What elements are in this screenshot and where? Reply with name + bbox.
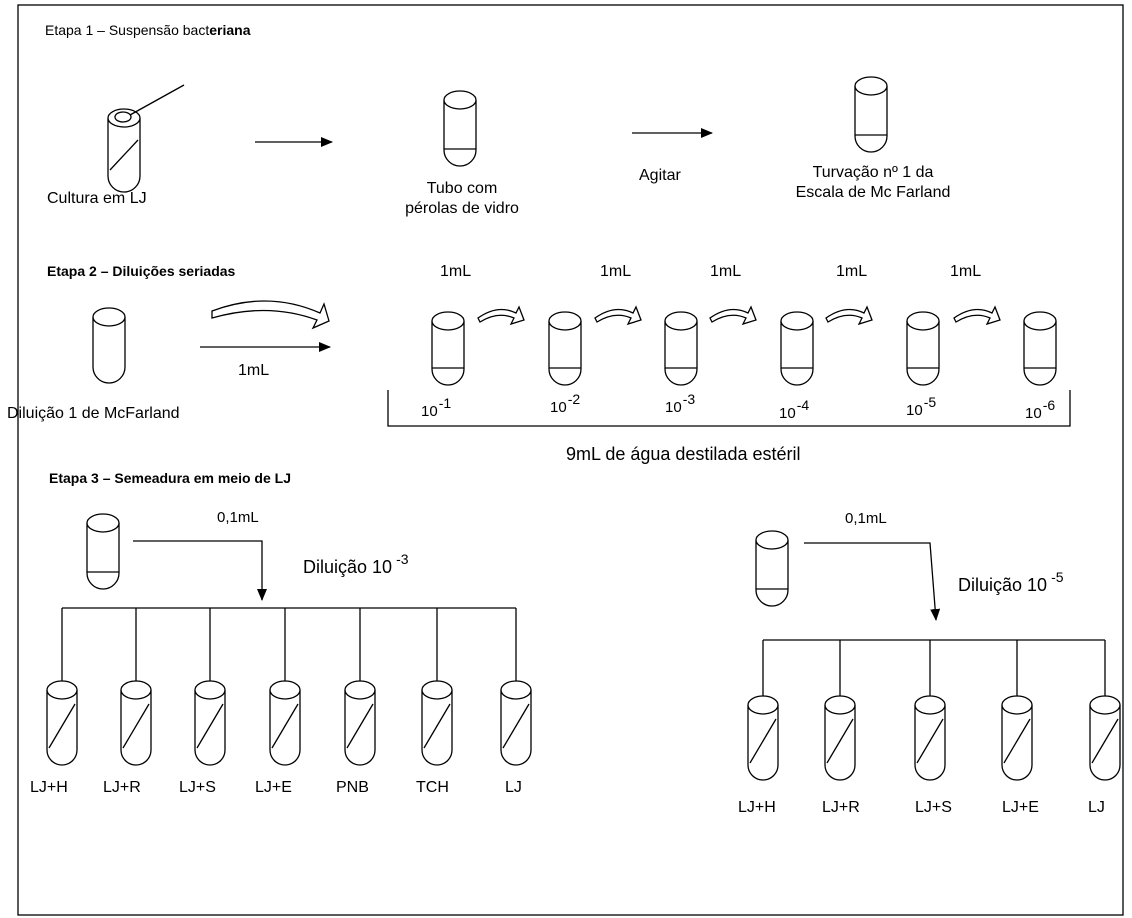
culture-medium-tube xyxy=(1002,696,1032,780)
bead-tube-label-line2: pérolas de vidro xyxy=(405,200,519,217)
turbidity-label-line2: Escala de Mc Farland xyxy=(796,184,951,201)
culture-medium-tube xyxy=(422,681,452,765)
medium-label: LJ+S xyxy=(179,779,216,796)
stage3-title: Etapa 3 – Semeadura em meio de LJ xyxy=(49,470,291,486)
culture-medium-tube xyxy=(825,696,855,780)
media-tubes-left: LJ+H LJ+R LJ+S LJ+E PNB TCH LJ xyxy=(30,608,531,796)
medium-label: LJ xyxy=(1088,799,1105,816)
curved-arrow-icon xyxy=(478,307,524,324)
dilution-label-left: Diluição 10-3 xyxy=(303,551,409,577)
medium-label: LJ+R xyxy=(822,799,860,816)
medium-label: TCH xyxy=(416,779,449,796)
culture-label: Cultura em LJ xyxy=(47,190,147,207)
step-volume-label: 1mL xyxy=(836,263,867,280)
culture-medium-tube xyxy=(270,681,300,765)
bead-tube-label-line1: Tubo com xyxy=(427,180,498,197)
medium-label: LJ+H xyxy=(30,779,68,796)
culture-medium-tube xyxy=(501,681,531,765)
turbidity-label-line1: Turvação nº 1 da xyxy=(813,164,934,181)
medium-label: LJ+E xyxy=(1002,799,1039,816)
culture-medium-tube xyxy=(748,696,778,780)
culture-medium-tube xyxy=(195,681,225,765)
culture-medium-tube xyxy=(47,681,77,765)
dilution-label-right: Diluição 10-5 xyxy=(958,569,1064,595)
feed-line-right xyxy=(804,543,936,620)
step-volume-label: 1mL xyxy=(440,263,471,280)
media-tubes-right: LJ+H LJ+R LJ+S LJ+E LJ xyxy=(738,640,1120,816)
dilution-tube xyxy=(781,312,813,385)
step-volume-label: 1mL xyxy=(710,263,741,280)
mcfarland-label: Diluição 1 de McFarland xyxy=(7,405,180,422)
stage2-title: Etapa 2 – Diluições seriadas xyxy=(47,263,236,279)
dilution-label: 10-1 xyxy=(421,395,451,420)
dilution-label: 10-3 xyxy=(665,391,695,416)
culture-medium-tube xyxy=(1090,696,1120,780)
dilution-label: 10-5 xyxy=(906,394,936,419)
bead-tube xyxy=(444,91,476,166)
volume-label-left: 0,1mL xyxy=(217,509,259,526)
culture-tube xyxy=(108,109,140,192)
medium-label: PNB xyxy=(336,779,369,796)
dilution-tube xyxy=(665,312,697,385)
medium-label: LJ+S xyxy=(915,799,952,816)
medium-label: LJ+H xyxy=(738,799,776,816)
curved-arrow-icon xyxy=(595,307,641,324)
stage1-title: Etapa 1 – Suspensão bacteriana xyxy=(45,22,251,38)
feed-line-left xyxy=(133,541,262,600)
dilution-series: 10-1 10-2 10-3 10-4 10-5 10-6 xyxy=(421,312,1056,422)
transfer-label: 1mL xyxy=(238,362,269,379)
curved-arrow-icon xyxy=(954,307,1000,324)
medium-label: LJ xyxy=(505,779,522,796)
inoculation-loop xyxy=(130,85,184,115)
culture-medium-tube xyxy=(345,681,375,765)
medium-label: LJ+E xyxy=(255,779,292,796)
step-volume-label: 1mL xyxy=(600,263,631,280)
culture-medium-tube xyxy=(915,696,945,780)
mcfarland-tube xyxy=(93,308,125,383)
dilution-tube xyxy=(907,312,939,385)
culture-medium-tube xyxy=(121,681,151,765)
volume-label-right: 0,1mL xyxy=(845,510,887,527)
diluent-bracket xyxy=(388,390,1070,426)
shake-label: Agitar xyxy=(639,167,681,184)
inoculum-tube-left xyxy=(87,514,119,589)
dilution-label: 10-2 xyxy=(550,391,580,416)
turbidity-tube xyxy=(855,77,887,152)
medium-label: LJ+R xyxy=(103,779,141,796)
inoculum-tube-right xyxy=(756,531,788,606)
dilution-label: 10-6 xyxy=(1025,397,1055,422)
pour-arrow-icon xyxy=(212,301,329,328)
step-volume-label: 1mL xyxy=(950,263,981,280)
dilution-label: 10-4 xyxy=(779,397,809,422)
curved-arrow-icon xyxy=(826,307,872,324)
diluent-label: 9mL de água destilada estéril xyxy=(566,444,800,464)
dilution-tube xyxy=(1024,312,1056,385)
dilution-tube xyxy=(549,312,581,385)
curved-arrow-icon xyxy=(710,307,756,324)
dilution-tube xyxy=(432,312,464,385)
